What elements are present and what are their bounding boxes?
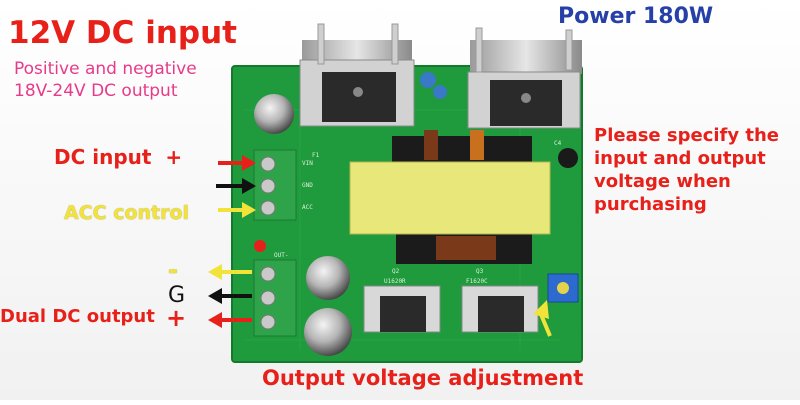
silk-part1: U1620R — [384, 278, 406, 285]
silk-f1: F1 — [312, 152, 320, 159]
voltage-adjustment-label: Output voltage adjustment — [262, 366, 584, 390]
silk-q2: Q2 — [392, 268, 400, 275]
dc-input-text: DC input — [54, 145, 152, 169]
acc-control-label: ACC control — [64, 202, 190, 224]
output-terminal-block — [253, 259, 297, 337]
output-capacitor — [304, 308, 352, 356]
silk-c4: C4 — [554, 140, 562, 147]
title-label: 12V DC input — [8, 15, 237, 51]
arrow-minus-output — [208, 264, 252, 280]
silk-gnd: GND — [302, 182, 313, 189]
heatsink-left — [299, 23, 415, 127]
red-led — [254, 240, 266, 252]
arrow-adjustment — [533, 300, 552, 337]
output-capacitor — [306, 256, 350, 300]
ground-label: G — [168, 283, 186, 308]
minus-sign-label: - — [168, 256, 178, 284]
heatsink-right — [467, 27, 582, 129]
output-range-label: Positive and negative 18V-24V DC output — [14, 59, 197, 101]
mosfet-right — [461, 285, 539, 333]
potentiometer — [547, 273, 579, 303]
arrow-ground — [216, 178, 256, 194]
silk-q3: Q3 — [476, 268, 484, 275]
silk-vin: VIN — [302, 160, 313, 167]
mosfet-left — [363, 285, 441, 333]
specify-voltage-note: Please specify the input and output volt… — [594, 125, 780, 215]
dc-input-plus-sign: + — [165, 145, 183, 169]
silk-part2: F1620C — [466, 278, 488, 285]
silk-acc: ACC — [302, 204, 313, 211]
arrow-plus-output — [208, 312, 252, 328]
small-capacitor — [558, 148, 578, 168]
silk-out: OUT- — [274, 252, 289, 259]
dc-input-label: DC input + — [54, 147, 182, 167]
dual-dc-output-label: Dual DC output — [0, 306, 155, 327]
plus-sign-label: + — [166, 304, 187, 332]
arrow-acc — [218, 202, 256, 218]
input-terminal-block — [253, 149, 297, 221]
blue-capacitor — [420, 72, 436, 88]
transformer — [349, 130, 551, 264]
blue-capacitor — [433, 85, 447, 99]
power-label: Power 180W — [558, 4, 714, 29]
arrow-dc-input — [218, 155, 256, 171]
arrow-g-output — [208, 288, 252, 304]
input-capacitor — [254, 94, 294, 134]
